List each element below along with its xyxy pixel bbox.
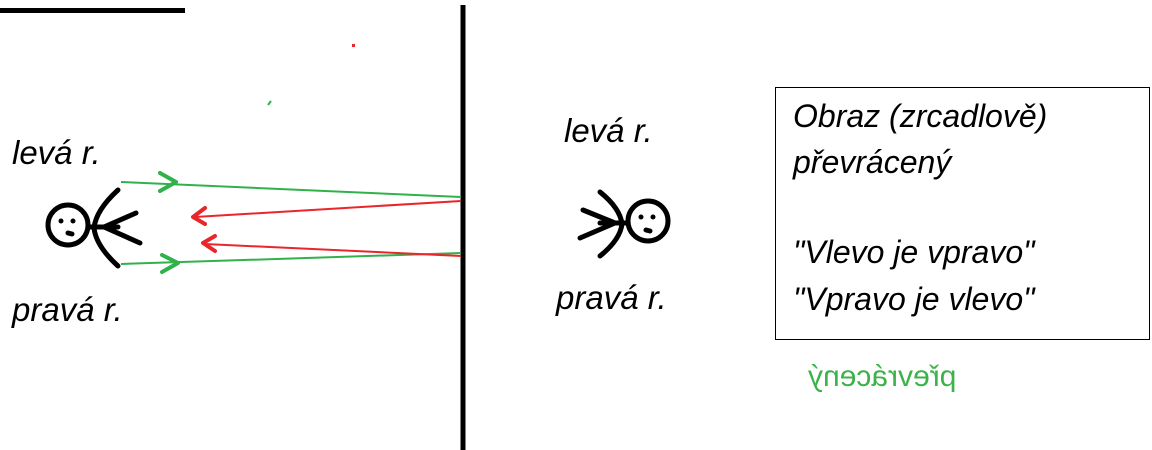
incoming-ray-top bbox=[120, 181, 462, 198]
top-left-bar bbox=[0, 8, 185, 13]
stick-figure-icon bbox=[577, 189, 671, 259]
info-line-3: "Vlevo je vpravo" bbox=[793, 234, 1035, 270]
info-line-1: Obraz (zrcadlově) bbox=[793, 98, 1048, 134]
stray-green-dot bbox=[267, 100, 272, 106]
reflected-arrowheads bbox=[191, 206, 217, 253]
ray-arrow-icon bbox=[158, 171, 178, 193]
info-line-4: "Vpravo je vlevo" bbox=[793, 281, 1035, 317]
ray-arrow-icon bbox=[201, 234, 217, 253]
mirrored-word: převrácený bbox=[808, 360, 957, 393]
left-label-right-hand: pravá r. bbox=[12, 291, 123, 328]
reflected-rays bbox=[194, 200, 462, 257]
right-label-right-hand: pravá r. bbox=[556, 279, 667, 316]
reflected-ray-top bbox=[194, 200, 462, 218]
incoming-arrowheads bbox=[158, 171, 180, 274]
stick-figure-icon bbox=[45, 187, 143, 269]
right-label-left-hand: levá r. bbox=[564, 112, 653, 149]
ray-arrow-icon bbox=[191, 206, 207, 226]
info-box: Obraz (zrcadlově) převrácený "Vlevo je v… bbox=[775, 87, 1150, 340]
ray-arrow-icon bbox=[160, 253, 180, 274]
stray-red-dot bbox=[352, 44, 355, 47]
info-line-2: převrácený bbox=[793, 144, 952, 180]
left-label-left-hand: levá r. bbox=[12, 134, 101, 171]
incoming-rays bbox=[120, 181, 462, 265]
reflected-ray-bottom bbox=[204, 243, 462, 257]
